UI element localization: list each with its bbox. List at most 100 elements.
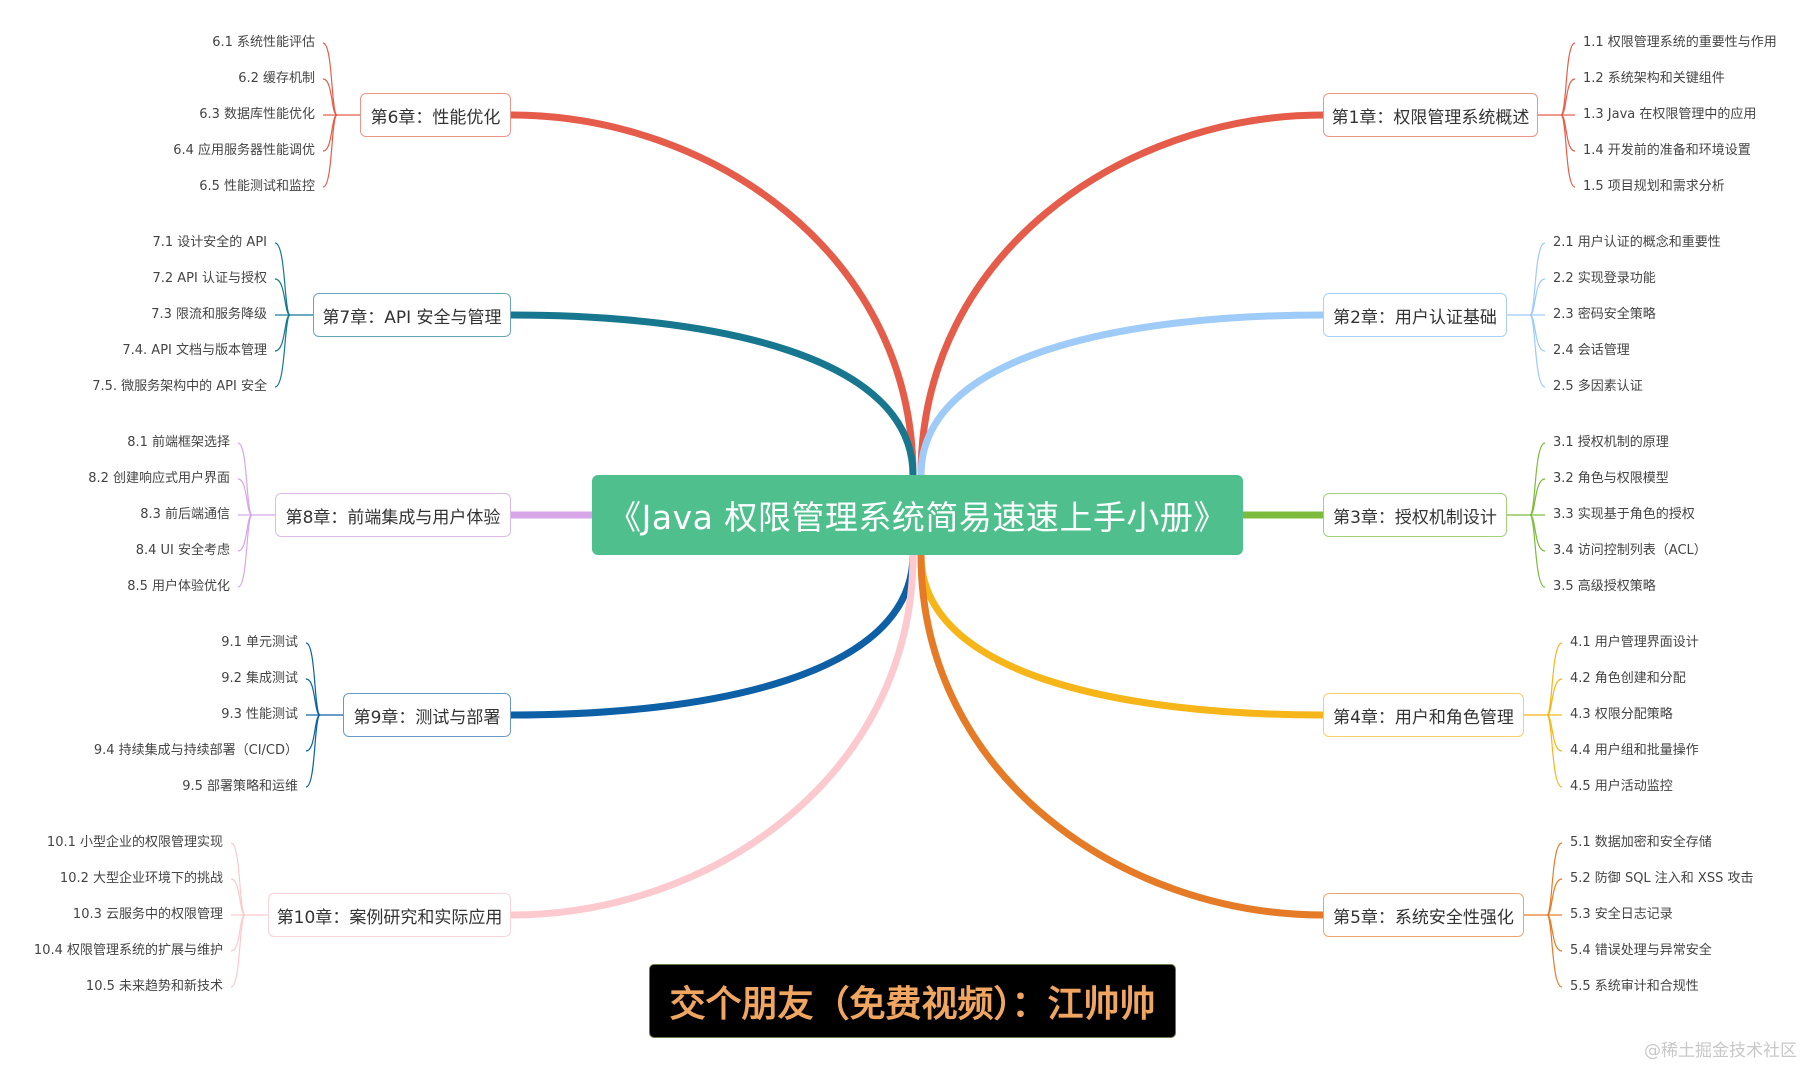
sub-branch-line: [1560, 78, 1576, 116]
main-branch-4: [917, 551, 1327, 719]
subtopic-7-4[interactable]: 7.4. API 文档与版本管理: [122, 343, 267, 358]
main-branch-10: [507, 551, 917, 919]
main-branch-5: [917, 551, 1327, 919]
subtopic-7-2[interactable]: 7.2 API 认证与授权: [152, 271, 267, 286]
subtopic-9-2[interactable]: 9.2 集成测试: [221, 671, 298, 686]
sub-branch-line: [230, 914, 246, 988]
subtopic-8-4[interactable]: 8.4 UI 安全考虑: [135, 543, 230, 558]
subtopic-2-1[interactable]: 2.1 用户认证的概念和重要性: [1553, 235, 1721, 250]
chapter-node-7[interactable]: 第7章：API 安全与管理: [313, 293, 511, 337]
subtopic-10-2[interactable]: 10.2 大型企业环境下的挑战: [59, 871, 223, 886]
subtopic-2-5[interactable]: 2.5 多因素认证: [1553, 379, 1643, 394]
chapter-node-2[interactable]: 第2章：用户认证基础: [1323, 293, 1507, 337]
subtopic-10-1[interactable]: 10.1 小型企业的权限管理实现: [46, 835, 223, 850]
subtopic-7-1[interactable]: 7.1 设计安全的 API: [152, 235, 267, 250]
sub-branch-line: [1546, 878, 1563, 916]
main-branch-9: [507, 551, 917, 719]
subtopic-10-5[interactable]: 10.5 未来趋势和新技术: [85, 979, 223, 994]
subtopic-10-4[interactable]: 10.4 权限管理系统的扩展与维护: [33, 943, 223, 958]
subtopic-4-3[interactable]: 4.3 权限分配策略: [1570, 707, 1673, 722]
sub-branch-line: [1529, 478, 1546, 516]
subtopic-9-3[interactable]: 9.3 性能测试: [221, 707, 298, 722]
subtopic-2-3[interactable]: 2.3 密码安全策略: [1553, 307, 1656, 322]
subtopic-8-3[interactable]: 8.3 前后端通信: [140, 507, 230, 522]
chapter-label: 第10章：案例研究和实际应用: [276, 907, 503, 928]
subtopic-4-4[interactable]: 4.4 用户组和批量操作: [1570, 743, 1699, 758]
promo-banner: 交个朋友（免费视频）：江帅帅: [649, 964, 1176, 1038]
subtopic-10-3[interactable]: 10.3 云服务中的权限管理: [72, 907, 223, 922]
sub-branch-line: [237, 514, 253, 588]
subtopic-2-4[interactable]: 2.4 会话管理: [1553, 343, 1630, 358]
subtopic-6-2[interactable]: 6.2 缓存机制: [238, 71, 315, 86]
chapter-node-4[interactable]: 第4章：用户和角色管理: [1323, 693, 1524, 737]
subtopic-5-1[interactable]: 5.1 数据加密和安全存储: [1570, 835, 1712, 850]
subtopic-6-4[interactable]: 6.4 应用服务器性能调优: [173, 143, 315, 158]
subtopic-1-3[interactable]: 1.3 Java 在权限管理中的应用: [1583, 107, 1757, 122]
subtopic-3-4[interactable]: 3.4 访问控制列表（ACL）: [1553, 543, 1707, 558]
subtopic-8-5[interactable]: 8.5 用户体验优化: [127, 579, 230, 594]
sub-branch-line: [237, 478, 253, 516]
sub-branch-line: [274, 314, 291, 388]
central-topic[interactable]: 《Java 权限管理系统简易速速上手小册》: [592, 475, 1243, 555]
chapter-node-9[interactable]: 第9章：测试与部署: [343, 693, 511, 737]
chapter-node-8[interactable]: 第8章：前端集成与用户体验: [275, 493, 511, 537]
main-branch-2: [917, 311, 1327, 479]
chapter-node-10[interactable]: 第10章：案例研究和实际应用: [268, 893, 511, 937]
sub-branch-line: [1546, 914, 1563, 988]
subtopic-5-2[interactable]: 5.2 防御 SQL 注入和 XSS 攻击: [1570, 871, 1754, 886]
subtopic-1-4[interactable]: 1.4 开发前的准备和环境设置: [1583, 143, 1751, 158]
sub-branch-line: [1529, 314, 1546, 388]
subtopic-9-4[interactable]: 9.4 持续集成与持续部署（CI/CD）: [93, 743, 298, 758]
chapter-node-6[interactable]: 第6章：性能优化: [360, 93, 511, 137]
subtopic-6-3[interactable]: 6.3 数据库性能优化: [199, 107, 315, 122]
subtopic-3-2[interactable]: 3.2 角色与权限模型: [1553, 471, 1669, 486]
subtopic-1-1[interactable]: 1.1 权限管理系统的重要性与作用: [1583, 35, 1777, 50]
subtopic-4-5[interactable]: 4.5 用户活动监控: [1570, 779, 1673, 794]
subtopic-1-5[interactable]: 1.5 项目规划和需求分析: [1583, 179, 1725, 194]
sub-branch-line: [322, 78, 338, 116]
subtopic-6-5[interactable]: 6.5 性能测试和监控: [199, 179, 315, 194]
sub-branch-line: [1529, 514, 1546, 588]
chapter-label: 第9章：测试与部署: [353, 707, 501, 728]
subtopic-6-1[interactable]: 6.1 系统性能评估: [212, 35, 315, 50]
chapter-label: 第6章：性能优化: [370, 107, 501, 128]
subtopic-7-5[interactable]: 7.5. 微服务架构中的 API 安全: [92, 379, 267, 394]
subtopic-3-5[interactable]: 3.5 高级授权策略: [1553, 579, 1656, 594]
subtopic-3-1[interactable]: 3.1 授权机制的原理: [1553, 435, 1669, 450]
subtopic-4-1[interactable]: 4.1 用户管理界面设计: [1570, 635, 1699, 650]
sub-branch-line: [1546, 714, 1563, 788]
subtopic-3-3[interactable]: 3.3 实现基于角色的授权: [1553, 507, 1695, 522]
sub-branch-line: [322, 114, 338, 188]
main-branch-6: [507, 111, 917, 479]
subtopic-4-2[interactable]: 4.2 角色创建和分配: [1570, 671, 1686, 686]
sub-branch-line: [1546, 678, 1563, 716]
subtopic-5-5[interactable]: 5.5 系统审计和合规性: [1570, 979, 1699, 994]
subtopic-8-2[interactable]: 8.2 创建响应式用户界面: [88, 471, 230, 486]
central-topic-label: 《Java 权限管理系统简易速速上手小册》: [608, 498, 1227, 537]
subtopic-5-4[interactable]: 5.4 错误处理与异常安全: [1570, 943, 1712, 958]
chapter-node-1[interactable]: 第1章：权限管理系统概述: [1323, 93, 1538, 137]
watermark: @稀土掘金技术社区: [1644, 1041, 1797, 1061]
subtopic-1-2[interactable]: 1.2 系统架构和关键组件: [1583, 71, 1725, 86]
chapter-label: 第4章：用户和角色管理: [1333, 707, 1514, 728]
sub-branch-line: [1560, 114, 1576, 188]
sub-branch-line: [1529, 278, 1546, 316]
main-branch-7: [507, 311, 917, 479]
subtopic-9-5[interactable]: 9.5 部署策略和运维: [182, 779, 298, 794]
chapter-label: 第3章：授权机制设计: [1333, 507, 1497, 528]
sub-branch-line: [230, 878, 246, 916]
subtopic-5-3[interactable]: 5.3 安全日志记录: [1570, 907, 1673, 922]
main-branch-1: [917, 111, 1327, 479]
promo-banner-text: 交个朋友（免费视频）：江帅帅: [669, 984, 1156, 1025]
chapter-label: 第2章：用户认证基础: [1333, 307, 1497, 328]
subtopic-8-1[interactable]: 8.1 前端框架选择: [127, 435, 230, 450]
chapter-label: 第7章：API 安全与管理: [322, 307, 502, 328]
chapter-label: 第5章：系统安全性强化: [1333, 907, 1514, 928]
subtopic-9-1[interactable]: 9.1 单元测试: [221, 635, 298, 650]
sub-branch-line: [305, 714, 321, 788]
chapter-node-3[interactable]: 第3章：授权机制设计: [1323, 493, 1507, 537]
subtopic-7-3[interactable]: 7.3 限流和服务降级: [151, 307, 267, 322]
subtopic-2-2[interactable]: 2.2 实现登录功能: [1553, 271, 1656, 286]
chapter-node-5[interactable]: 第5章：系统安全性强化: [1323, 893, 1524, 937]
